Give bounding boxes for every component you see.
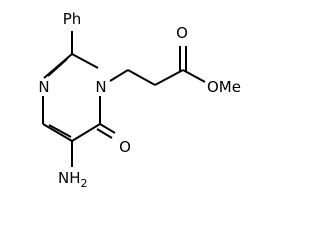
pyrimidinone-ring-bonds xyxy=(42,53,101,142)
bond-c2-n3-double-inner xyxy=(47,58,68,77)
bond-ester-o-methyl xyxy=(182,69,206,83)
bond-c5-c6 xyxy=(71,123,101,142)
bond-c4-c5 xyxy=(42,123,73,142)
amino-group-label: NH2 xyxy=(58,169,88,190)
bond-c6-o-double-b xyxy=(96,128,113,139)
bond-c2-n1 xyxy=(71,53,99,69)
atom-labels: Ph N N O O OMe NH2 xyxy=(38,10,241,190)
substituent-bonds xyxy=(71,31,206,167)
ester-methoxy-label: OMe xyxy=(207,78,241,96)
amino-nh-text: NH xyxy=(58,169,81,187)
amino-subscript: 2 xyxy=(81,177,88,190)
bond-n1-ch2 xyxy=(109,69,129,82)
bond-carbonyl-ester-o xyxy=(154,69,184,86)
ring-carbonyl-oxygen-label: O xyxy=(119,138,131,156)
ester-carbonyl-oxygen-label: O xyxy=(176,24,188,42)
ring-nitrogen-n3-label: N xyxy=(38,78,49,96)
bond-c6-o-double-a xyxy=(99,123,116,134)
bond-ch2-carbonyl xyxy=(127,69,156,86)
ring-nitrogen-n1-label: N xyxy=(95,78,106,96)
chemical-structure: Ph N N O O OMe NH2 xyxy=(38,10,241,190)
bond-c4-c5-double-inner xyxy=(48,124,72,138)
phenyl-label: Ph xyxy=(63,10,82,28)
